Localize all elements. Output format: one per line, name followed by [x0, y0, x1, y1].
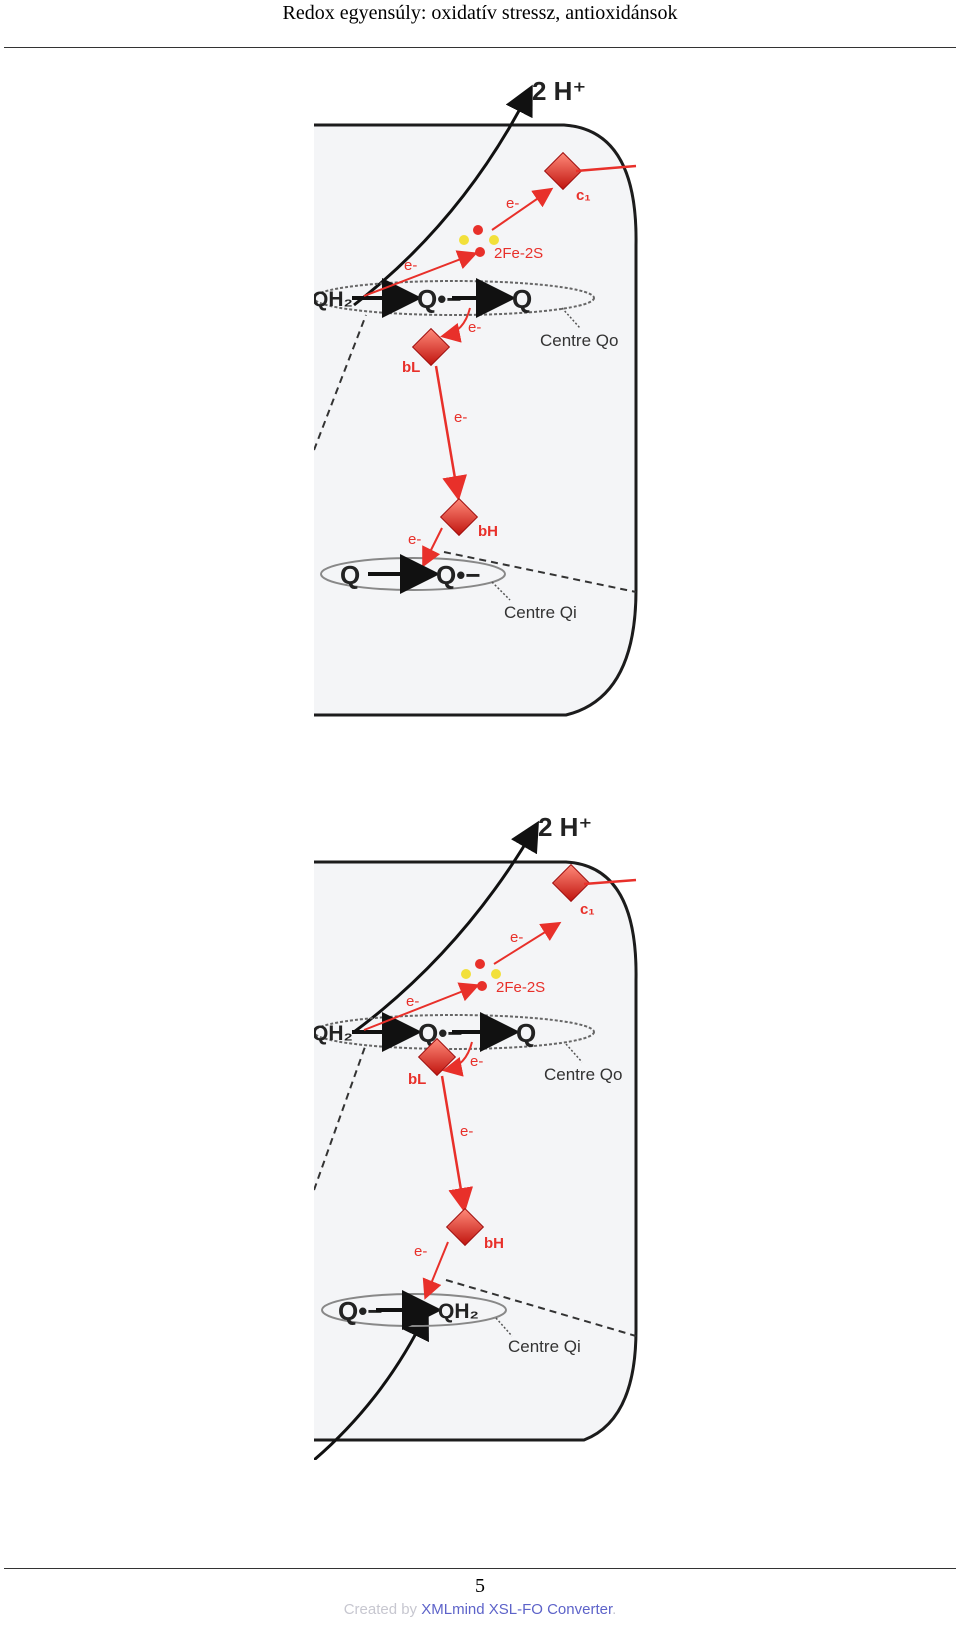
centre-qi-label: Centre Qi — [508, 1337, 581, 1356]
footer-divider — [4, 1568, 956, 1569]
dashed-line-left — [314, 1043, 367, 1191]
credit-suffix: . — [612, 1601, 617, 1618]
bl-label: bL — [402, 359, 420, 376]
bh-label: bH — [478, 523, 498, 540]
centre-qo-ellipse — [314, 1014, 595, 1050]
dashed-line-right — [443, 551, 637, 593]
cytochrome-bl-square — [411, 327, 451, 367]
figure-q-cycle-first-half: 2 H⁺ QH₂ Q•− Q e- 2Fe-2S e- c₁ e- bL e- … — [314, 70, 650, 730]
centre-qi-label: Centre Qi — [504, 603, 577, 622]
fes-cluster-red-top — [473, 225, 483, 235]
cytochrome-bh-square — [439, 497, 479, 537]
page-title: Redox egyensúly: oxidatív stressz, antio… — [282, 2, 678, 24]
pointer-centre-qo — [561, 307, 581, 329]
dashed-line-left — [314, 314, 367, 451]
electron-arrow-to-c1 — [491, 187, 554, 231]
cytochrome-c1-square — [551, 863, 591, 903]
figure-q-cycle-second-half: 2 H⁺ QH₂ Q•− Q e- 2Fe-2S e- c₁ e- bL e- … — [314, 800, 650, 1460]
c1-exit-line — [575, 164, 637, 173]
centre-qo-label: Centre Qo — [540, 331, 618, 350]
fes-cluster-red-top — [475, 959, 485, 969]
fes-label: 2Fe-2S — [494, 245, 543, 262]
c1-label: c₁ — [576, 187, 591, 204]
pointer-centre-qi — [495, 1317, 513, 1337]
pointer-centre-qo — [565, 1043, 583, 1063]
qi-right-label: QH₂ — [438, 1300, 479, 1323]
c1-label: c₁ — [580, 901, 595, 918]
header-divider — [4, 47, 956, 48]
credit-brand-link[interactable]: XMLmind XSL-FO Converter — [421, 1601, 613, 1618]
electron-label-5: e- — [414, 1243, 427, 1260]
bl-label: bL — [408, 1071, 426, 1088]
cytochrome-bh-square — [445, 1207, 485, 1247]
electron-arrow-to-c1 — [493, 921, 562, 965]
membrane-complex-outline — [314, 860, 638, 1442]
page-number: 5 — [475, 1575, 485, 1597]
electron-label-4: e- — [460, 1123, 473, 1140]
fes-cluster-red-bottom — [475, 247, 485, 257]
qi-left-label: Q — [340, 560, 360, 590]
electron-label-2: e- — [506, 195, 519, 212]
electron-arrow-bl-to-bh — [440, 1075, 474, 1213]
electron-label-2: e- — [510, 929, 523, 946]
footer-credit: Created by XMLmind XSL-FO Converter. — [0, 1601, 960, 1618]
fes-cluster-yellow-right — [491, 969, 501, 979]
pointer-centre-qi — [491, 581, 511, 601]
electron-arrow-to-fes — [363, 250, 478, 297]
proton-arc-arrow — [353, 820, 540, 1034]
centre-qo-ellipse — [314, 280, 595, 316]
centre-qo-label: Centre Qo — [544, 1065, 622, 1084]
dashed-line-right — [445, 1279, 637, 1337]
electron-label-1: e- — [404, 257, 417, 274]
cytochrome-c1-square — [543, 151, 583, 191]
electron-label-5: e- — [408, 531, 421, 548]
electron-arrow-to-bl — [440, 307, 471, 343]
bh-label: bH — [484, 1235, 504, 1252]
electron-arrow-bl-to-bh — [434, 365, 467, 501]
product-label: Q — [512, 284, 532, 314]
c1-exit-line — [583, 878, 637, 886]
incoming-matrix-arrow — [314, 1308, 429, 1460]
product-label: Q — [516, 1018, 536, 1048]
fes-cluster-yellow-right — [489, 235, 499, 245]
electron-label-1: e- — [406, 993, 419, 1010]
fes-cluster-yellow-left — [461, 969, 471, 979]
electron-arrow-to-bl — [442, 1041, 473, 1077]
qi-left-label: Q•− — [338, 1296, 383, 1326]
electron-arrow-to-fes — [363, 982, 480, 1031]
fes-cluster-red-bottom — [477, 981, 487, 991]
electron-arrow-bh-to-qi — [422, 1241, 449, 1300]
proton-label: 2 H⁺ — [538, 812, 592, 842]
qi-right-label: Q•− — [436, 560, 481, 590]
fes-cluster-yellow-left — [459, 235, 469, 245]
substrate-label: QH₂ — [314, 288, 353, 311]
credit-prefix: Created by — [343, 1601, 422, 1618]
page-header: Redox egyensúly: oxidatív stressz, antio… — [0, 0, 960, 26]
cytochrome-bl-square — [417, 1037, 457, 1077]
substrate-label: QH₂ — [314, 1022, 353, 1045]
fes-label: 2Fe-2S — [496, 979, 545, 996]
membrane-complex-outline — [314, 123, 638, 717]
electron-label-3: e- — [470, 1053, 483, 1070]
electron-label-4: e- — [454, 409, 467, 426]
electron-label-3: e- — [468, 319, 481, 336]
proton-label: 2 H⁺ — [532, 76, 586, 106]
